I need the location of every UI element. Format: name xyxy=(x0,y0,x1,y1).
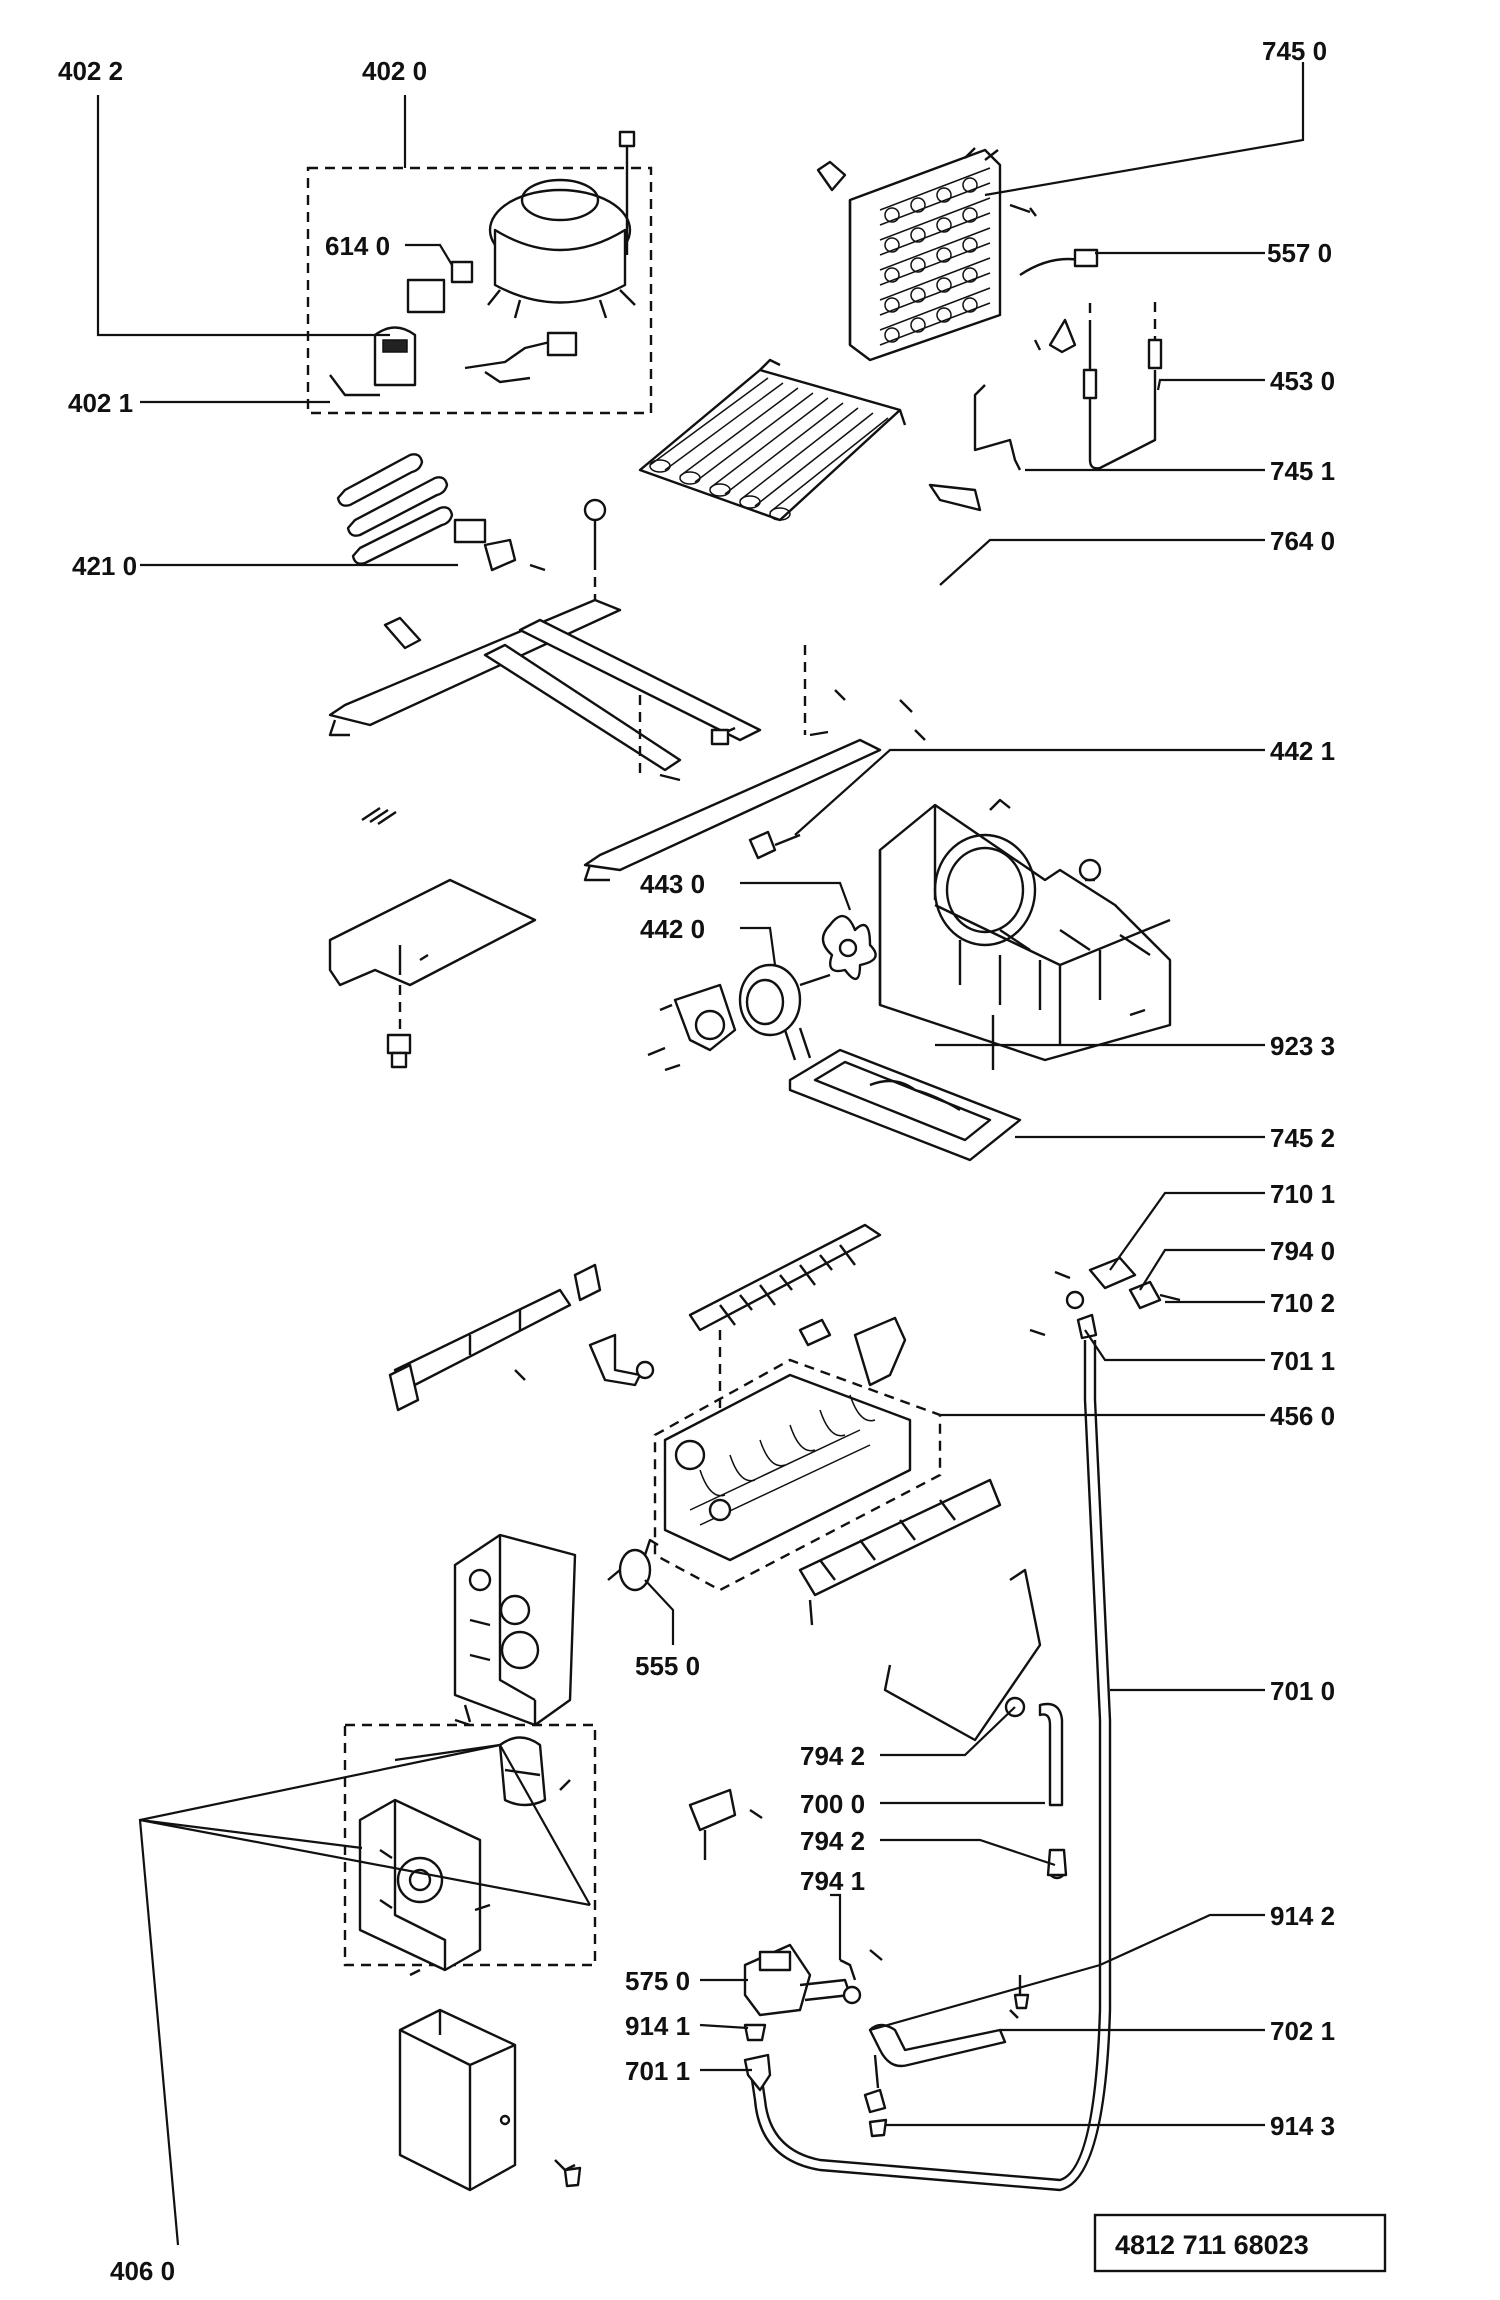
label-710-1: 710 1 xyxy=(1270,1179,1335,1209)
label-700-0: 700 0 xyxy=(800,1789,865,1819)
control-module-group xyxy=(343,1723,597,1977)
evaporator xyxy=(336,358,907,572)
icemaker-assembly xyxy=(388,1223,1042,1742)
label-575-0: 575 0 xyxy=(625,1966,690,1996)
evaporator-coils xyxy=(649,377,889,521)
condenser-fins xyxy=(879,167,991,346)
water-system xyxy=(688,1256,1181,2192)
label-456-0: 456 0 xyxy=(1270,1401,1335,1431)
document-code: 4812 711 68023 xyxy=(1115,2230,1309,2260)
fan-housing xyxy=(878,798,1172,1070)
label-745-2: 745 2 xyxy=(1270,1123,1335,1153)
label-402-0: 402 0 xyxy=(362,56,427,86)
label-710-2: 710 2 xyxy=(1270,1288,1335,1318)
label-421-0: 421 0 xyxy=(72,551,137,581)
label-557-0: 557 0 xyxy=(1267,238,1332,268)
drip-tray-panel xyxy=(328,807,537,1069)
label-914-1: 914 1 xyxy=(625,2011,690,2041)
condenser xyxy=(816,147,1163,512)
label-794-2-a: 794 2 xyxy=(800,1741,865,1771)
drain-tray xyxy=(788,1048,1022,1162)
label-794-1: 794 1 xyxy=(800,1866,865,1896)
base-frame xyxy=(328,560,926,882)
label-745-0: 745 0 xyxy=(1262,36,1327,66)
label-442-1: 442 1 xyxy=(1270,736,1335,766)
label-555-0: 555 0 xyxy=(635,1651,700,1681)
sensor-442-1 xyxy=(748,830,801,860)
label-701-1: 701 1 xyxy=(1270,1346,1335,1376)
label-443-0: 443 0 xyxy=(640,869,705,899)
label-442-0: 442 0 xyxy=(640,914,705,944)
label-406-0: 406 0 xyxy=(110,2256,175,2286)
label-701-0: 701 0 xyxy=(1270,1676,1335,1706)
label-453-0: 453 0 xyxy=(1270,366,1335,396)
label-614-0: 614 0 xyxy=(325,231,390,261)
label-702-1: 702 1 xyxy=(1270,2016,1335,2046)
label-794-2-b: 794 2 xyxy=(800,1826,865,1856)
label-402-2: 402 2 xyxy=(58,56,123,86)
label-914-3: 914 3 xyxy=(1270,2111,1335,2141)
label-745-1: 745 1 xyxy=(1270,456,1335,486)
label-794-0: 794 0 xyxy=(1270,1236,1335,1266)
compressor-group xyxy=(306,130,653,415)
document-code-box: 4812 711 68023 xyxy=(1093,2213,1387,2273)
label-923-3: 923 3 xyxy=(1270,1031,1335,1061)
label-914-2: 914 2 xyxy=(1270,1901,1335,1931)
fan-motor xyxy=(647,915,877,1072)
part-labels: 402 2 402 0 745 0 614 0 557 0 402 1 453 … xyxy=(58,36,1335,2286)
label-402-1: 402 1 xyxy=(68,388,133,418)
control-cover xyxy=(398,2008,582,2192)
leader-lines xyxy=(96,62,1305,2246)
label-701-1-b: 701 1 xyxy=(625,2056,690,2086)
label-764-0: 764 0 xyxy=(1270,526,1335,556)
